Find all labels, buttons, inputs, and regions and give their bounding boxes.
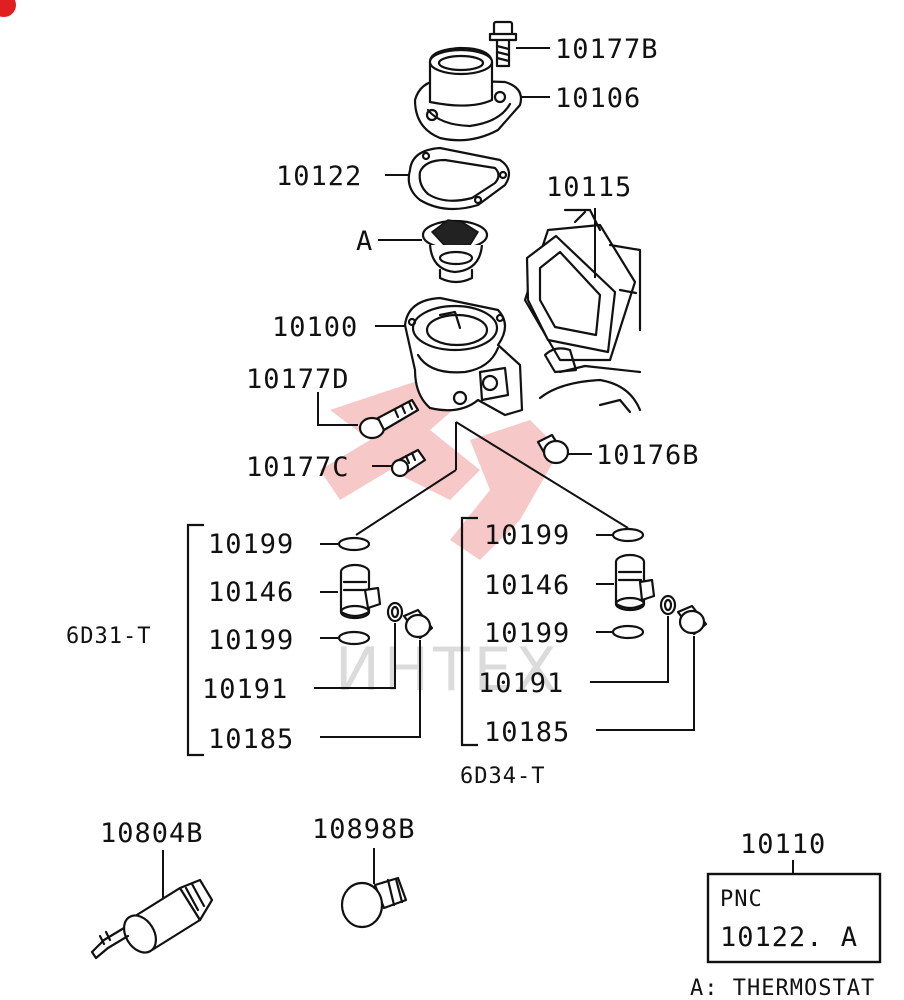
bolt-10185-left-icon bbox=[402, 608, 434, 640]
callout-10177B: 10177B bbox=[555, 34, 659, 65]
bracket-right bbox=[460, 516, 478, 747]
callout-A: A bbox=[356, 226, 373, 257]
callout-10177D: 10177D bbox=[246, 364, 350, 395]
bolt-10177D-icon bbox=[358, 398, 420, 440]
left-callout-10191: 10191 bbox=[202, 674, 288, 705]
bracket-left bbox=[186, 523, 204, 757]
pnc-box bbox=[706, 872, 882, 964]
right-callout-10199-bot: 10199 bbox=[484, 618, 570, 649]
o-ring-10199-right-top-icon bbox=[611, 527, 645, 543]
callout-10115: 10115 bbox=[546, 172, 632, 203]
washer-10191-right-icon bbox=[659, 594, 677, 616]
washer-10191-left-icon bbox=[386, 601, 404, 623]
plug-10176B-icon bbox=[536, 433, 570, 465]
watermark-text: ИНТЕХ bbox=[335, 635, 561, 705]
bolt-10177B-icon bbox=[488, 20, 518, 68]
right-callout-10199-top: 10199 bbox=[484, 520, 570, 551]
callout-10106: 10106 bbox=[555, 83, 641, 114]
engine-block-10115-icon bbox=[523, 208, 642, 414]
leader-10177D bbox=[317, 392, 358, 426]
union-10146-right-icon bbox=[614, 553, 656, 612]
left-callout-10146: 10146 bbox=[208, 577, 294, 608]
left-callout-10199-top: 10199 bbox=[208, 529, 294, 560]
thermostat-case-10100-icon bbox=[403, 296, 524, 417]
stud-10177C-icon bbox=[390, 448, 427, 478]
union-10146-icon bbox=[339, 563, 382, 620]
callout-10110: 10110 bbox=[740, 829, 826, 860]
leader-case-to-left-2 bbox=[355, 469, 457, 536]
callout-10804B: 10804B bbox=[100, 818, 204, 849]
callout-10176B: 10176B bbox=[596, 440, 700, 471]
leader-case-to-right bbox=[455, 421, 629, 529]
corner-logo-icon bbox=[0, 0, 16, 17]
callout-10100: 10100 bbox=[272, 312, 358, 343]
model-6D34-T: 6D34-T bbox=[460, 764, 545, 789]
plug-10898B-icon bbox=[340, 876, 408, 929]
bolt-10185-right-icon bbox=[676, 604, 708, 636]
pnc-value: 10122. A bbox=[720, 922, 858, 953]
model-6D31-T: 6D31-T bbox=[66, 624, 151, 649]
callout-10122: 10122 bbox=[276, 161, 362, 192]
callout-10898B: 10898B bbox=[312, 814, 416, 845]
right-callout-10146: 10146 bbox=[484, 570, 570, 601]
right-callout-10191: 10191 bbox=[478, 668, 564, 699]
sensor-10804B-icon bbox=[90, 878, 214, 960]
gasket-10122-icon bbox=[407, 146, 511, 211]
thermostat-A-icon bbox=[421, 219, 489, 284]
right-callout-10185: 10185 bbox=[484, 717, 570, 748]
thermostat-cover-10106-icon bbox=[413, 46, 523, 142]
pnc-header: PNC bbox=[720, 887, 763, 912]
callout-10177C: 10177C bbox=[246, 452, 350, 483]
left-callout-10185: 10185 bbox=[208, 724, 294, 755]
o-ring-10199-top-icon bbox=[337, 536, 371, 552]
o-ring-10199-right-bot-icon bbox=[611, 624, 645, 640]
left-callout-10199-bot: 10199 bbox=[208, 625, 294, 656]
legend-thermostat: A: THERMOSTAT bbox=[690, 976, 875, 1000]
o-ring-10199-bot-icon bbox=[337, 630, 371, 646]
